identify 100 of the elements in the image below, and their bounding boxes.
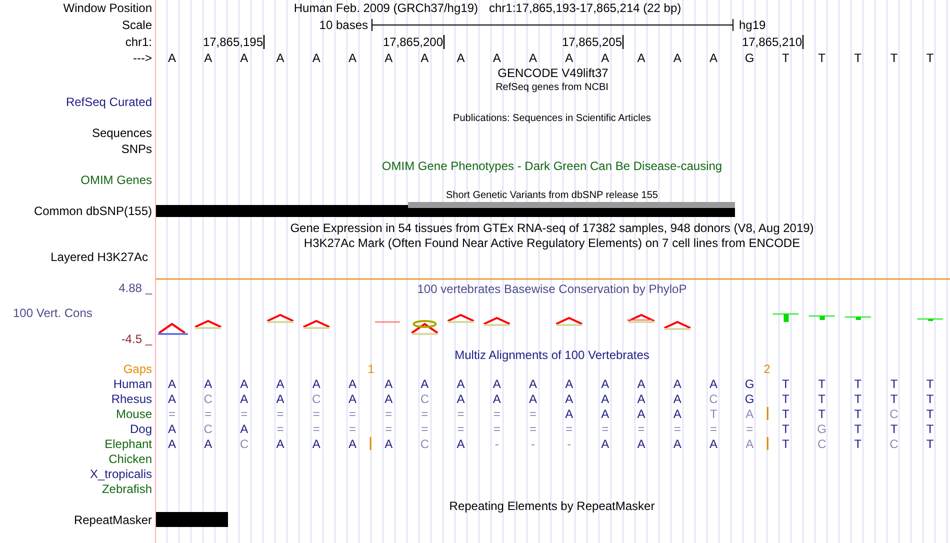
base-letter: A bbox=[384, 51, 393, 65]
base-letter: A bbox=[492, 392, 501, 406]
base-letter: T bbox=[854, 437, 862, 451]
base-letter: = bbox=[566, 422, 573, 436]
base-letter: T bbox=[854, 422, 862, 436]
track-label: Scale bbox=[122, 18, 152, 32]
species-label: X_tropicalis bbox=[90, 467, 152, 481]
track-label: Layered H3K27Ac bbox=[50, 250, 148, 264]
base-letter: A bbox=[673, 377, 682, 391]
track-label: Sequences bbox=[92, 126, 152, 140]
base-letter: A bbox=[168, 422, 176, 436]
gap-number: 1 bbox=[368, 362, 374, 376]
base-letter: A bbox=[565, 51, 574, 65]
base-letter: A bbox=[710, 51, 718, 65]
base-letter: G bbox=[744, 51, 754, 65]
track-title: GENCODE V49lift37 bbox=[498, 66, 608, 80]
track-label: 100 Vert. Cons bbox=[13, 306, 92, 320]
scale-label: hg19 bbox=[739, 18, 766, 32]
base-letter: A bbox=[240, 392, 248, 406]
track-label: SNPs bbox=[121, 142, 152, 156]
base-letter: A bbox=[637, 377, 646, 391]
base-letter: A bbox=[746, 407, 754, 421]
base-letter: T bbox=[854, 392, 862, 406]
base-letter: T bbox=[890, 422, 898, 436]
base-letter: A bbox=[384, 377, 393, 391]
base-letter: A bbox=[601, 407, 610, 421]
base-letter: A bbox=[637, 407, 646, 421]
base-letter: A bbox=[492, 377, 501, 391]
base-letter: = bbox=[493, 422, 500, 436]
track-title: Short Genetic Variants from dbSNP release 155 bbox=[446, 189, 658, 203]
base-letter: A bbox=[637, 392, 646, 406]
base-letter: A bbox=[456, 51, 465, 65]
base-letter: T bbox=[926, 51, 934, 65]
base-letter: T bbox=[854, 407, 862, 421]
base-letter: T bbox=[926, 377, 934, 391]
base-letter: C bbox=[420, 392, 430, 406]
base-letter: T bbox=[890, 51, 898, 65]
species-label: Chicken bbox=[108, 452, 152, 466]
base-letter: T bbox=[854, 51, 862, 65]
base-letter: T bbox=[854, 377, 862, 391]
track-title: RefSeq genes from NCBI bbox=[496, 81, 608, 95]
base-letter: C bbox=[817, 437, 826, 451]
base-letter: A bbox=[710, 377, 718, 391]
base-letter: C bbox=[240, 437, 249, 451]
base-letter: A bbox=[276, 377, 284, 391]
base-letter: T bbox=[782, 437, 790, 451]
track-title: OMIM Gene Phenotypes - Dark Green Can Be Disease-causing bbox=[382, 159, 722, 173]
base-letter: A bbox=[456, 437, 465, 451]
species-label: Elephant bbox=[104, 437, 152, 451]
base-letter: C bbox=[204, 392, 212, 406]
base-letter: T bbox=[710, 407, 718, 421]
base-letter: A bbox=[384, 392, 393, 406]
base-letter: - bbox=[494, 437, 499, 451]
base-letter: T bbox=[818, 407, 826, 421]
base-letter: C bbox=[420, 437, 430, 451]
base-letter: T bbox=[926, 437, 934, 451]
base-letter: T bbox=[926, 407, 934, 421]
base-letter: = bbox=[276, 422, 284, 436]
base-letter: T bbox=[782, 407, 790, 421]
base-letter: = bbox=[349, 422, 356, 436]
base-letter: = bbox=[530, 407, 536, 421]
base-letter: C bbox=[890, 437, 898, 451]
base-letter: A bbox=[204, 437, 212, 451]
coordinate-label: 17,865,205 bbox=[562, 35, 622, 49]
base-letter: A bbox=[240, 51, 248, 65]
track-label: ---> bbox=[133, 51, 152, 65]
track-title: Publications: Sequences in Scientific Articles bbox=[453, 112, 651, 126]
base-letter: = bbox=[385, 407, 392, 421]
base-letter: A bbox=[348, 51, 356, 65]
species-label: Dog bbox=[130, 422, 152, 436]
base-letter: = bbox=[638, 422, 645, 436]
base-letter: T bbox=[890, 392, 898, 406]
coordinate-label: 17,865,195 bbox=[202, 35, 263, 49]
track-label: Window Position bbox=[63, 1, 152, 15]
base-letter: A bbox=[637, 437, 646, 451]
base-letter: = bbox=[349, 407, 356, 421]
coordinate-label: 17,865,200 bbox=[382, 35, 443, 49]
base-letter: A bbox=[276, 392, 284, 406]
base-letter: A bbox=[312, 437, 320, 451]
base-letter: A bbox=[673, 51, 682, 65]
scale-label: 10 bases bbox=[319, 18, 368, 32]
base-letter: A bbox=[565, 407, 574, 421]
base-letter: A bbox=[168, 392, 176, 406]
track-label: OMIM Genes bbox=[80, 173, 152, 187]
base-letter: A bbox=[168, 377, 176, 391]
base-letter: A bbox=[529, 377, 537, 391]
base-letter: A bbox=[601, 392, 610, 406]
base-letter: G bbox=[744, 392, 754, 406]
base-letter: = bbox=[204, 407, 212, 421]
axis-value: -4.5 _ bbox=[121, 332, 152, 346]
gap-number: 2 bbox=[764, 362, 770, 376]
track-title: Repeating Elements by RepeatMasker bbox=[449, 499, 655, 513]
species-label: Rhesus bbox=[111, 392, 152, 406]
base-letter: A bbox=[456, 377, 465, 391]
track-label: RefSeq Curated bbox=[66, 95, 152, 109]
base-letter: = bbox=[746, 422, 754, 436]
species-label: Mouse bbox=[116, 407, 152, 421]
base-letter: A bbox=[637, 51, 646, 65]
base-letter: T bbox=[782, 51, 790, 65]
base-letter: C bbox=[890, 407, 898, 421]
